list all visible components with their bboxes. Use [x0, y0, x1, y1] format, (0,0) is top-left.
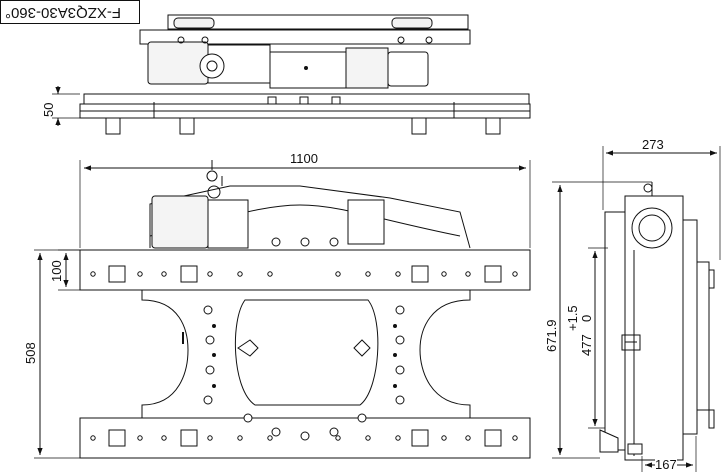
dim-plate-height-label: 508 — [23, 342, 38, 364]
dim-width — [79, 160, 531, 248]
dim-side-lower-label: 477 — [579, 334, 594, 356]
dim-side-lower — [588, 247, 608, 429]
side-view — [599, 182, 715, 461]
dim-side-total — [552, 181, 652, 459]
dim-tol-minus-label: 0 — [579, 314, 594, 322]
dim-side-total-label: 671.9 — [544, 319, 559, 352]
dim-tol-plus-label: +1.5 — [565, 305, 580, 331]
dim-top-height-label: 50 — [41, 102, 56, 117]
dim-bar-height-label: 100 — [49, 260, 64, 282]
dim-width-label: 1100 — [290, 151, 318, 166]
part-code-box: F-XZQ3A30-360° — [0, 0, 140, 24]
dim-plate-height — [34, 249, 80, 459]
dim-side-depth — [602, 146, 721, 260]
dim-side-bottom-label: 167 — [655, 457, 677, 472]
dim-top-height — [52, 86, 80, 126]
front-view — [79, 160, 531, 459]
top-view — [79, 14, 531, 135]
dim-side-depth-label: 273 — [642, 137, 664, 152]
